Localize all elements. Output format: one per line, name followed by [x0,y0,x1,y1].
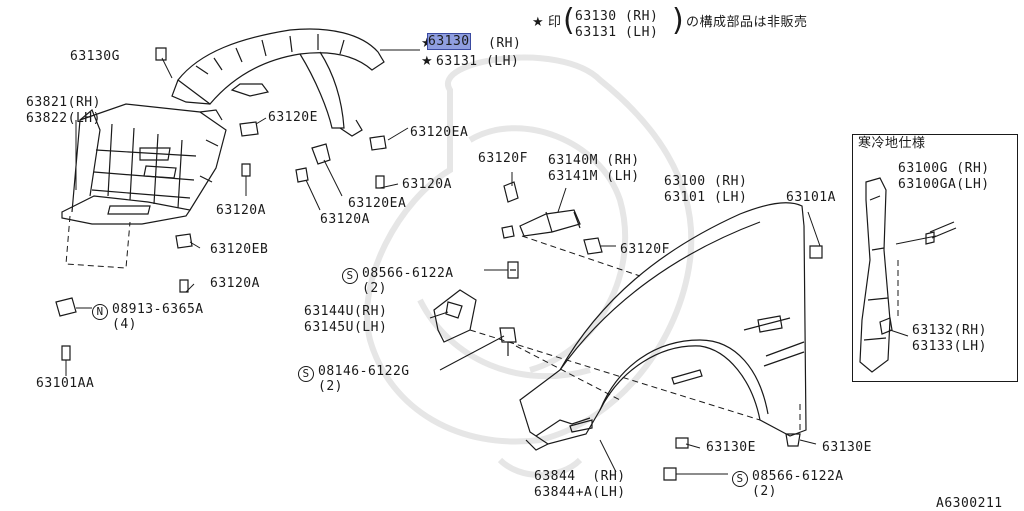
callout-63144U[interactable]: 63144U(RH) [304,304,388,319]
callout-63130E-right[interactable]: 63130E [822,440,872,455]
callout-63100[interactable]: 63100 (RH) [664,174,748,189]
callout-63100GA[interactable]: 63100GA(LH) [898,177,990,192]
callout-63140M[interactable]: 63140M (RH) [548,153,640,168]
qty-08566-lower: (2) [752,484,777,499]
fender [519,202,807,451]
note-close-paren: ) [672,3,684,38]
callout-63101A[interactable]: 63101A [786,190,836,205]
screw-icon: S [342,268,358,284]
callout-63133[interactable]: 63133(LH) [912,339,987,354]
callout-63131[interactable]: 63131 (LH) [436,54,520,69]
note-prefix: 印 [548,15,562,30]
callout-08566-upper[interactable]: 08566-6122A [362,266,454,281]
cold-region-box [852,134,1018,382]
callout-63120A-left[interactable]: 63120A [216,203,266,218]
nut-icon: N [92,304,108,320]
star-icon: ★ [421,36,433,51]
note-part-rh: 63130 (RH) [575,9,659,24]
watermark-emblem [364,54,695,478]
leader-lines [65,49,937,475]
callout-63822[interactable]: 63822(LH) [26,111,101,126]
qty-08146: (2) [318,379,343,394]
qty-08913: (4) [112,317,137,332]
screw-icon: S [298,366,314,382]
note-suffix: の構成部品は非販売 [686,15,808,30]
note-star: ★ [532,15,545,30]
cold-region-seal [859,177,957,373]
callout-63100G[interactable]: 63100G (RH) [898,161,990,176]
callout-63130-side: (RH) [488,36,522,51]
nut-symbol: N [92,302,110,320]
callout-63101AA[interactable]: 63101AA [36,376,95,391]
splash-shield [61,28,387,249]
screw-symbol-3: S [732,469,750,487]
note-part-lh: 63131 (LH) [575,25,659,40]
callout-63120A-right[interactable]: 63120A [402,177,452,192]
callout-63120F-right[interactable]: 63120F [620,242,670,257]
callout-08146[interactable]: 08146-6122G [318,364,410,379]
note-open-paren: ( [563,3,575,38]
callout-08913[interactable]: 08913-6365A [112,302,204,317]
callout-63141M[interactable]: 63141M (LH) [548,169,640,184]
callout-63130[interactable]: 63130 [427,33,471,50]
cold-region-title: 寒冷地仕様 [858,136,926,151]
callout-63120A-lower[interactable]: 63120A [210,276,260,291]
star-icon: ★ [421,54,434,69]
screw-symbol-2: S [298,364,316,382]
callout-08566-lower[interactable]: 08566-6122A [752,469,844,484]
qty-08566-upper: (2) [362,281,387,296]
callout-63120A-center[interactable]: 63120A [320,212,370,227]
callout-63120EB[interactable]: 63120EB [210,242,269,257]
callout-63120F-top[interactable]: 63120F [478,151,528,166]
callout-63821[interactable]: 63821(RH) [26,95,101,110]
callout-63132[interactable]: 63132(RH) [912,323,987,338]
callout-63120EA-top[interactable]: 63120EA [410,125,469,140]
callout-63120EA-mid[interactable]: 63120EA [348,196,407,211]
diagram-code: A6300211 [936,496,1003,511]
callout-63120E[interactable]: 63120E [268,110,318,125]
brackets-and-fasteners [55,47,823,481]
screw-icon: S [732,471,748,487]
callout-63844-lh[interactable]: 63844+A(LH) [534,485,626,500]
callout-63101[interactable]: 63101 (LH) [664,190,748,205]
callout-63844-rh[interactable]: 63844 (RH) [534,469,626,484]
callout-63130E-left[interactable]: 63130E [706,440,756,455]
callout-63145U[interactable]: 63145U(LH) [304,320,388,335]
callout-63130G[interactable]: 63130G [70,49,120,64]
screw-symbol-1: S [342,266,360,284]
